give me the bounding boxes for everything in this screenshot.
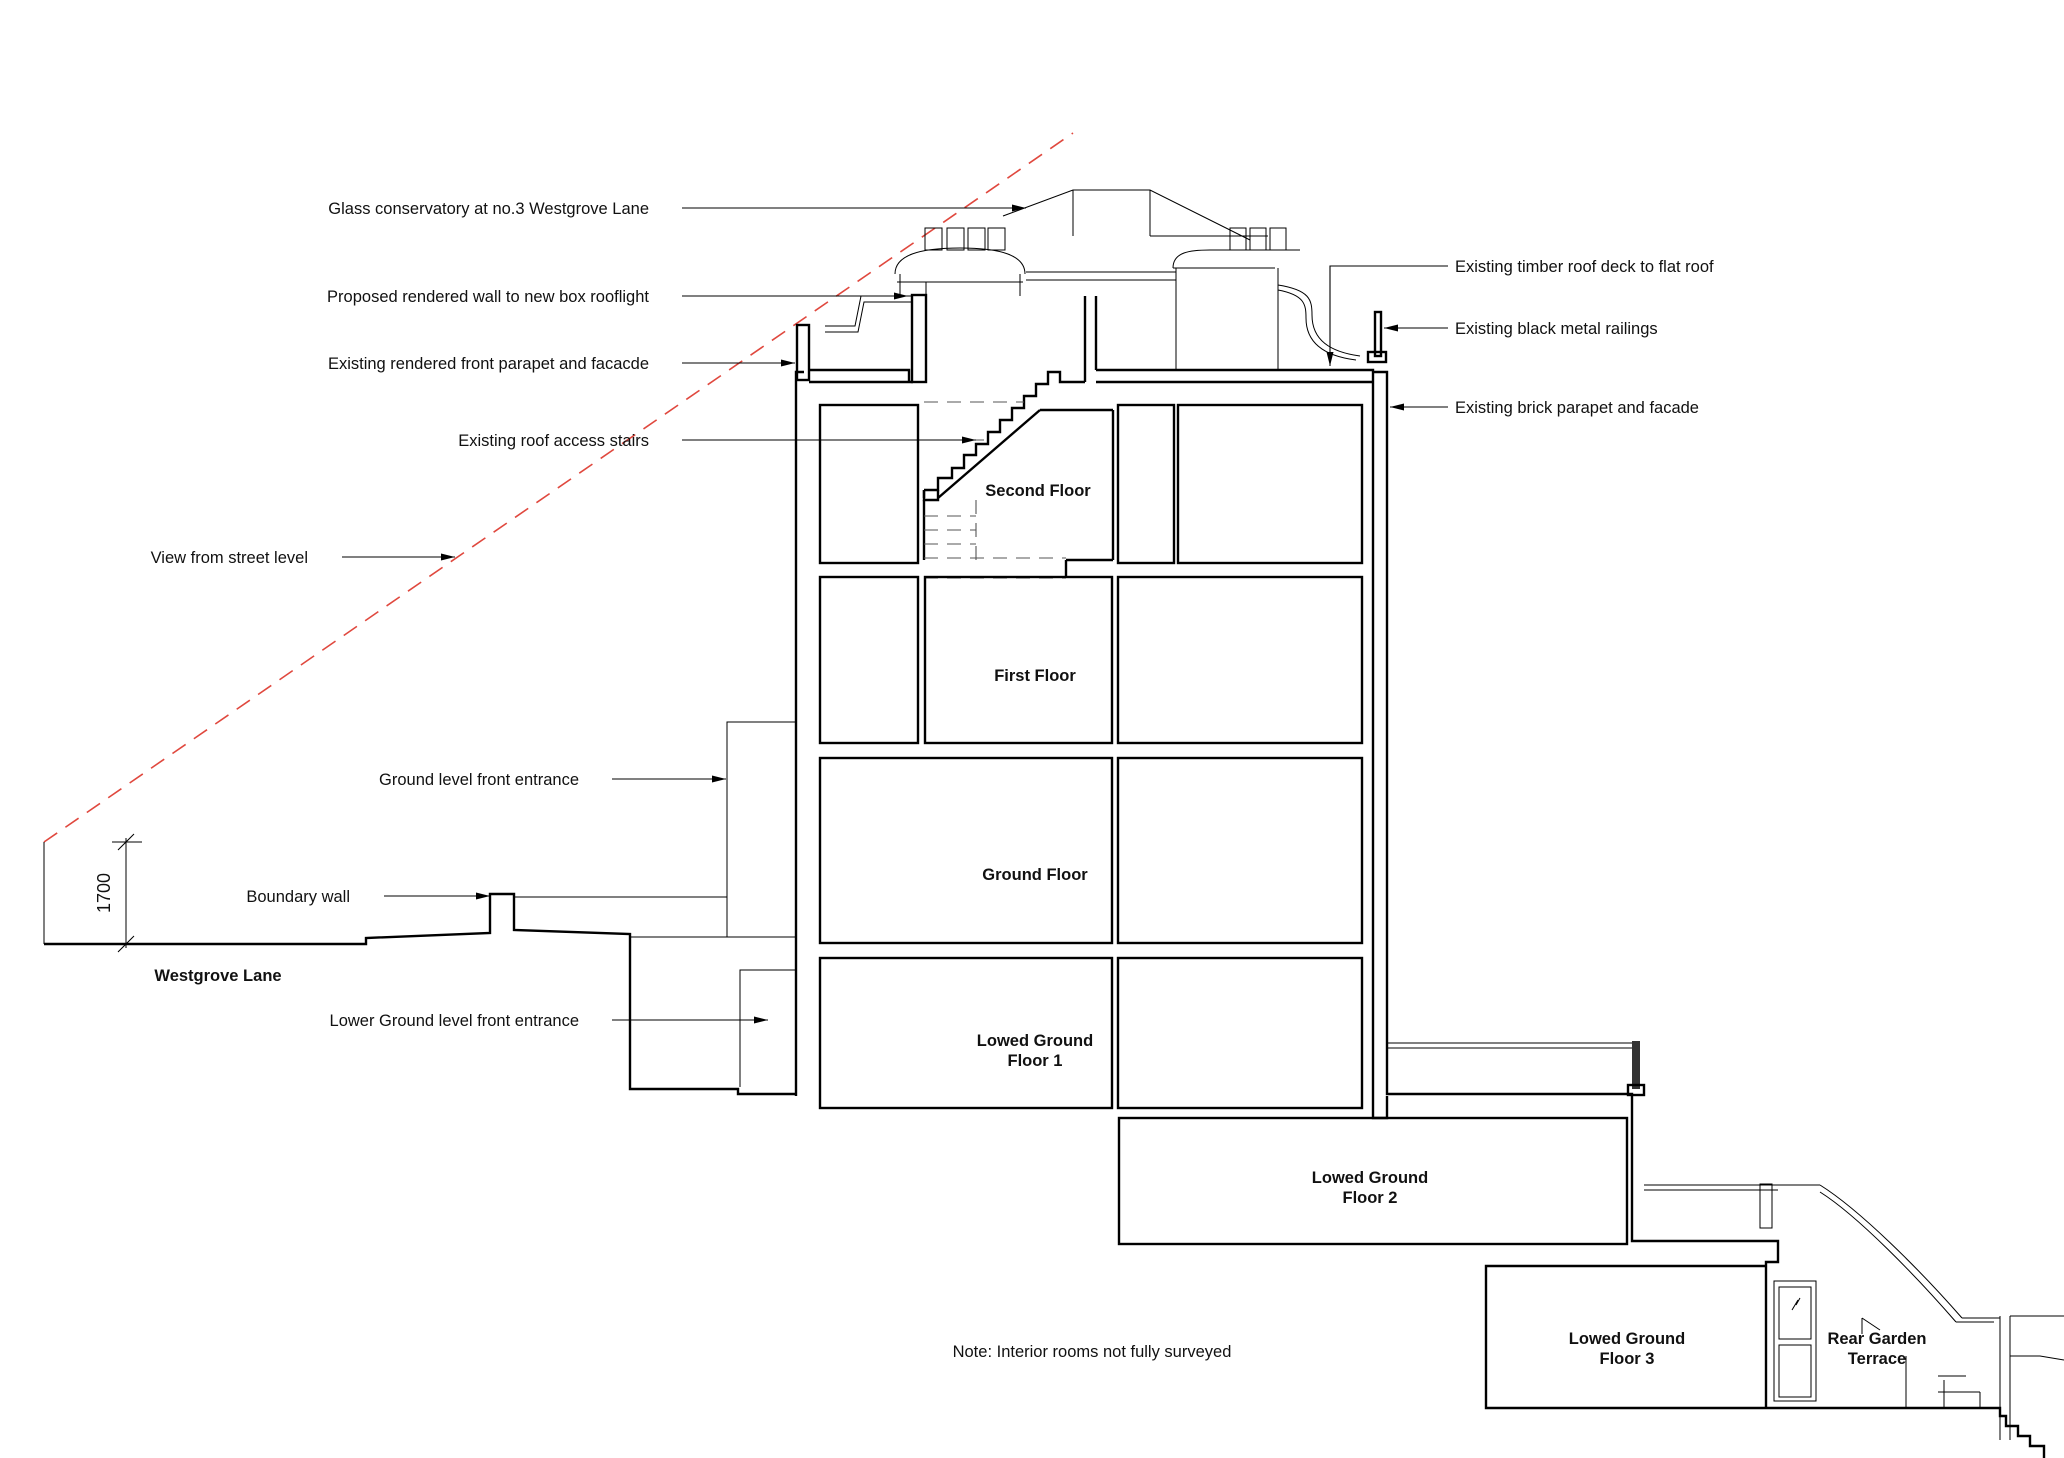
- street-name: Westgrove Lane: [154, 967, 281, 985]
- right-leaders: [1326, 265, 1448, 411]
- ground-floor-rooms: [818, 756, 1364, 945]
- label-lower-entrance: Lower Ground level front entrance: [330, 1012, 579, 1030]
- label-boundary-wall: Boundary wall: [246, 888, 350, 906]
- rear-garden: [1644, 1183, 2064, 1458]
- front-facade: [794, 296, 1375, 1096]
- label-railings: Existing black metal railings: [1455, 320, 1658, 338]
- left-annotations: Glass conservatory at no.3 Westgrove Lan…: [151, 200, 650, 1030]
- right-annotations: Existing timber roof deck to flat roof E…: [1455, 258, 1714, 417]
- label-street-view: View from street level: [151, 549, 308, 567]
- room-rear-garden-line2: Terrace: [1848, 1350, 1906, 1368]
- room-labels: Second Floor First Floor Ground Floor Lo…: [977, 482, 1927, 1368]
- label-front-parapet: Existing rendered front parapet and faca…: [328, 355, 649, 373]
- room-lower-ground-3-line1: Lowed Ground: [1569, 1330, 1685, 1348]
- lower-ground-3-room: [1484, 1264, 1930, 1410]
- room-first-floor: First Floor: [994, 667, 1076, 685]
- label-front-entrance: Ground level front entrance: [379, 771, 579, 789]
- neighbour-conservatory: [894, 189, 1361, 370]
- roof-railing: [1366, 310, 1388, 364]
- roof-access-stairs: [922, 370, 1115, 579]
- room-lower-ground-3-line2: Floor 3: [1599, 1350, 1654, 1368]
- room-lower-ground-1-line2: Floor 1: [1007, 1052, 1062, 1070]
- lower-ground-2-room: [1117, 1116, 1629, 1246]
- room-lower-ground-1-line1: Lowed Ground: [977, 1032, 1093, 1050]
- first-floor-rooms: [818, 575, 1364, 745]
- lower-ground-1-rooms: [818, 956, 1364, 1110]
- survey-note: Note: Interior rooms not fully surveyed: [953, 1343, 1232, 1361]
- front-entrance-outline: [726, 721, 797, 1087]
- left-leaders: [342, 204, 1026, 1024]
- rear-facade: [1371, 370, 1780, 1266]
- street-ground: [44, 892, 797, 1096]
- street-sightline: [43, 132, 1074, 944]
- label-conservatory: Glass conservatory at no.3 Westgrove Lan…: [328, 200, 649, 218]
- rear-railing: [1626, 1041, 1646, 1097]
- dimension-1700: 1700: [94, 833, 142, 953]
- second-floor-rooms: [818, 403, 1364, 565]
- room-lower-ground-2-line1: Lowed Ground: [1312, 1169, 1428, 1187]
- room-lower-ground-2-line2: Floor 2: [1342, 1189, 1397, 1207]
- label-roof-deck: Existing timber roof deck to flat roof: [1455, 258, 1714, 276]
- label-rendered-wall: Proposed rendered wall to new box roofli…: [327, 288, 649, 306]
- label-roof-stairs: Existing roof access stairs: [458, 432, 649, 450]
- room-rear-garden-line1: Rear Garden: [1827, 1330, 1926, 1348]
- room-second-floor: Second Floor: [985, 482, 1091, 500]
- room-ground-floor: Ground Floor: [982, 866, 1088, 884]
- label-brick-parapet: Existing brick parapet and facade: [1455, 399, 1699, 417]
- dimension-label: 1700: [94, 873, 114, 913]
